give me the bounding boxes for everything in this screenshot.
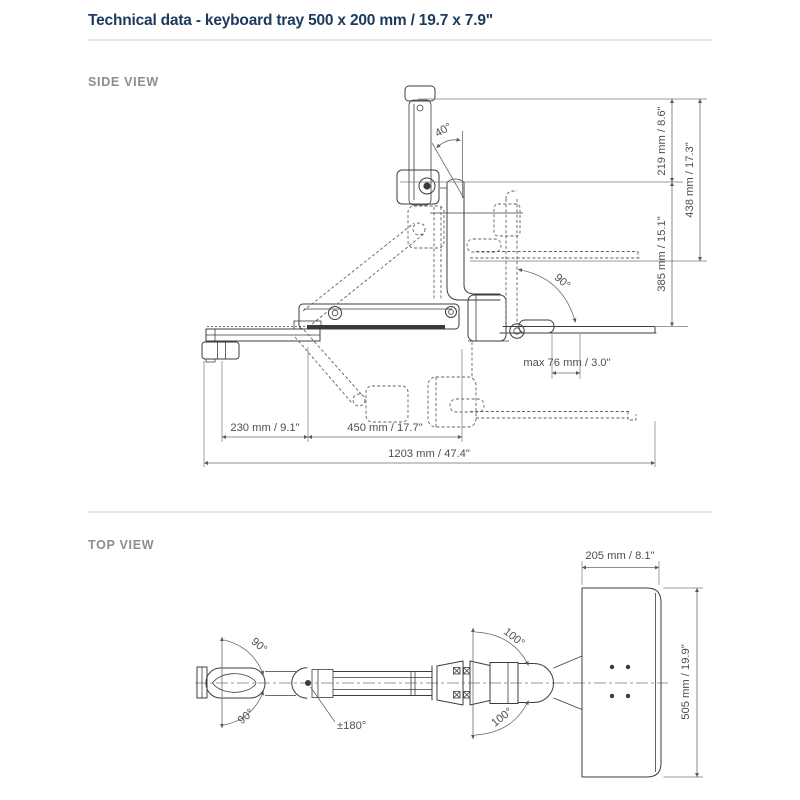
- angle-90-down-label: 90°: [236, 707, 257, 727]
- angle-90-up-label: 90°: [249, 636, 270, 656]
- angle-180-label: ±180°: [337, 720, 366, 732]
- rotation-pivot-dot: [305, 680, 311, 686]
- wall-bracket-top: [196, 666, 266, 699]
- arm-top: [265, 667, 433, 699]
- dashed-positions: [294, 190, 640, 428]
- dim-1203-label: 1203 mm / 47.4": [388, 448, 470, 460]
- dim-205-label: 205 mm / 8.1": [585, 550, 654, 562]
- angle-40-label: 40°: [433, 121, 454, 140]
- dim-230-label: 230 mm / 9.1": [230, 422, 299, 434]
- tilter-and-tray: [467, 294, 657, 342]
- dim-450-label: 450 mm / 17.7": [347, 422, 423, 434]
- angle-90-side-label: 90°: [552, 272, 573, 292]
- side-view-drawing: 219 mm / 8.6" 385 mm / 15.1" 438 mm / 17…: [201, 85, 707, 467]
- page-title: Technical data - keyboard tray 500 x 200…: [88, 12, 493, 29]
- side-view-heading: SIDE VIEW: [88, 75, 159, 89]
- wall-track: [201, 320, 322, 363]
- riser-column: [430, 178, 523, 301]
- top-view-drawing: 90° 90° ±180° 100° 100° 205 mm / 8.1" 50…: [195, 550, 703, 778]
- angle-100-down-label: 100°: [489, 706, 515, 730]
- dim-505-label: 505 mm / 19.9": [680, 644, 692, 720]
- dim-76-label: max 76 mm / 3.0": [523, 357, 610, 369]
- dim-438-label: 438 mm / 17.3": [684, 142, 696, 218]
- folded-tray-top: [396, 85, 440, 206]
- top-view-heading: TOP VIEW: [88, 538, 154, 552]
- dim-219-label: 219 mm / 8.6": [656, 106, 668, 175]
- dim-385-label: 385 mm / 15.1": [656, 216, 668, 292]
- side-dimensions: 219 mm / 8.6" 385 mm / 15.1" 438 mm / 17…: [203, 98, 707, 467]
- arm-side: [298, 303, 460, 330]
- elbow-joint-top: [431, 655, 583, 710]
- tray-top: [581, 587, 662, 778]
